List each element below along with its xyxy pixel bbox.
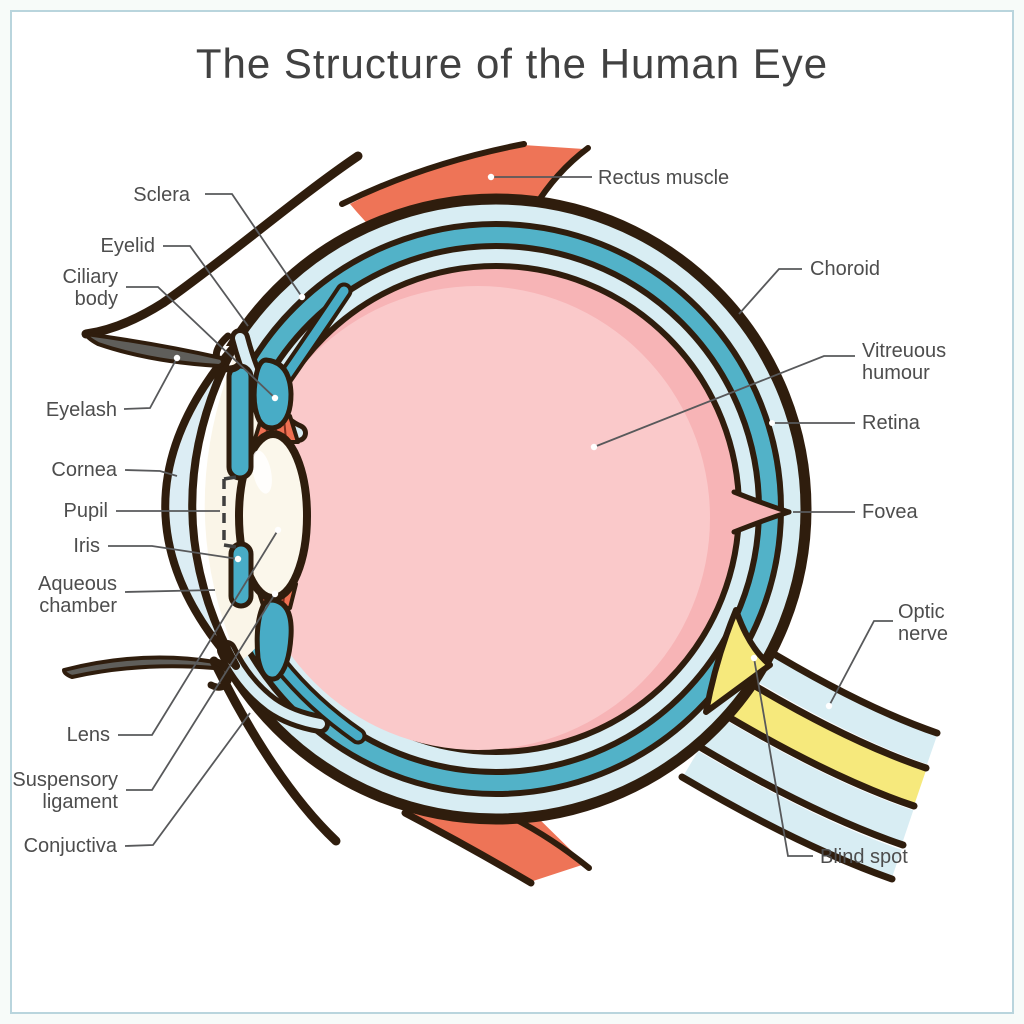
label-rectus-muscle: Rectus muscle — [598, 167, 730, 189]
ciliary-body-top — [251, 357, 294, 431]
fovea-notch — [731, 489, 792, 535]
ciliary-band-top — [273, 282, 353, 391]
pupil-dashed-line — [222, 475, 237, 549]
label-choroid: Choroid — [810, 258, 881, 280]
blind-spot-wedge — [703, 607, 773, 715]
label-eyelid: Eyelid — [100, 235, 155, 257]
label-fovea: Fovea — [862, 501, 918, 523]
iris-top — [226, 363, 254, 481]
leader-vitreous — [593, 355, 855, 448]
leader-iris — [108, 545, 239, 560]
label-vitreuous-humour: Vitreuous humour — [862, 340, 947, 384]
cornea-shape — [161, 344, 240, 670]
leader-ciliary-body — [126, 286, 276, 399]
leader-lens — [118, 529, 279, 736]
leader-conjuctiva — [124, 712, 251, 847]
label-conjuctiva: Conjuctiva — [23, 835, 117, 857]
vitreous-humour-center — [246, 286, 710, 750]
leader-lines — [108, 176, 893, 857]
leader-dots — [173, 173, 833, 710]
leader-sclera — [205, 193, 303, 298]
label-lens: Lens — [66, 724, 110, 746]
leader-eyelid — [163, 245, 249, 327]
label-iris: Iris — [73, 535, 100, 557]
leader-suspensory — [126, 593, 276, 791]
label-pupil: Pupil — [63, 500, 108, 522]
label-optic-nerve: Optic nerve — [898, 601, 949, 645]
leader-optic-nerve — [828, 620, 893, 707]
label-retina: Retina — [862, 412, 920, 434]
label-suspensory-ligament: Suspensory ligament — [12, 769, 118, 813]
leader-eyelash — [123, 357, 178, 410]
label-eyelash: Eyelash — [45, 399, 117, 421]
label-ciliary-body: Ciliary body — [62, 266, 118, 310]
label-sclera: Sclera — [133, 184, 190, 206]
leader-choroid — [738, 268, 802, 315]
leader-aqueous — [124, 589, 216, 593]
label-cornea: Cornea — [51, 459, 117, 481]
ciliary-body-bottom — [254, 597, 294, 682]
page-title: The Structure of the Human Eye — [195, 40, 829, 87]
eyeball-layers — [180, 193, 812, 825]
leader-blind-spot — [753, 657, 813, 857]
leader-cornea — [124, 469, 178, 477]
optic-nerve-shape — [678, 641, 941, 883]
eyelash-top — [84, 332, 226, 368]
iris-bottom — [228, 541, 254, 609]
label-blind-spot: Blind spot — [820, 846, 908, 868]
ciliary-band-bottom — [271, 655, 367, 745]
eyelid-bottom — [62, 655, 341, 846]
label-aqueous-chamber: Aqueous chamber — [38, 573, 117, 617]
